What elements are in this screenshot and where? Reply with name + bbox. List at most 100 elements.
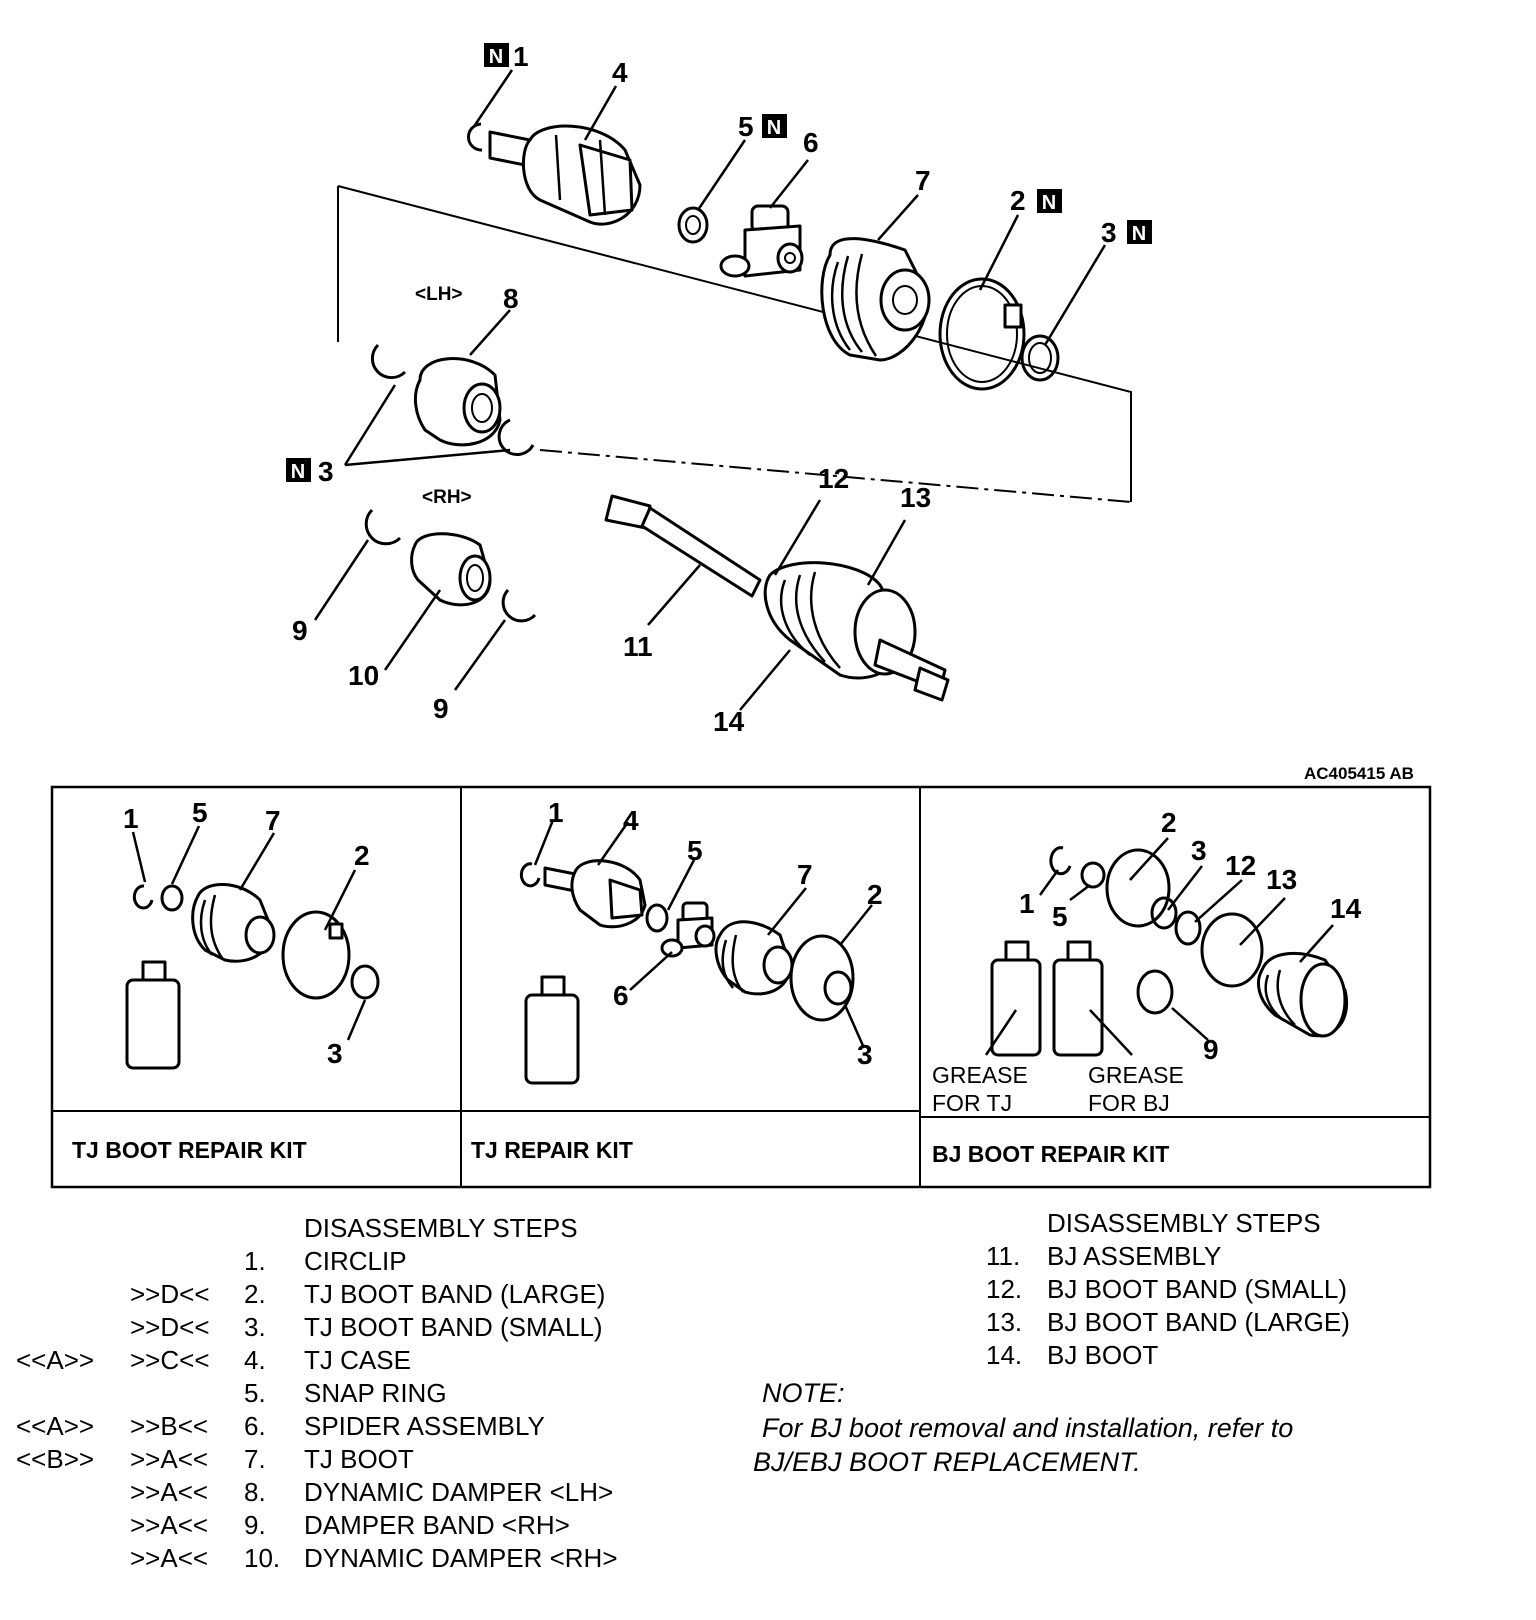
- kit2-snap-ring: [645, 903, 669, 933]
- kit2-callout-5: 5: [687, 835, 703, 866]
- kit-table: [50, 785, 1432, 1189]
- step-num-6: 6.: [244, 1411, 266, 1441]
- callout-8: 8: [503, 283, 519, 314]
- step-num-10: 10.: [244, 1543, 281, 1573]
- dynamic-damper-rh-part: [364, 508, 537, 623]
- kit2-spider: [660, 901, 716, 958]
- step-text-14: BJ BOOT: [1047, 1340, 1159, 1370]
- callout-7: 7: [915, 165, 931, 196]
- tj-boot-part: [820, 237, 931, 362]
- step-num-11: 11.: [986, 1241, 1021, 1271]
- note-line-1: For BJ boot removal and installation, re…: [762, 1413, 1294, 1443]
- kit2-callout-4: 4: [623, 805, 639, 836]
- grease-bj-label-line1: GREASE: [1088, 1062, 1184, 1088]
- svg-text:N: N: [1042, 192, 1056, 214]
- step-text-7: TJ BOOT: [304, 1444, 414, 1474]
- step-num-7: 7.: [244, 1444, 266, 1474]
- bj-assembly-part: [604, 494, 950, 702]
- kit1-callout-1: 1: [123, 803, 139, 834]
- step-ref-a-7: <<B>>: [16, 1444, 95, 1474]
- assembly-bracket-line: [337, 185, 1132, 502]
- svg-text:N: N: [291, 461, 305, 483]
- callout-11: 11: [623, 631, 653, 662]
- step-num: 1.: [244, 1246, 266, 1276]
- step-text-1: CIRCLIP: [304, 1246, 407, 1276]
- kit3-callout-12: 12: [1225, 850, 1256, 881]
- step-num-14: 14.: [986, 1340, 1023, 1370]
- callout-3-lh: 3: [318, 456, 334, 487]
- kit3-callout-13: 13: [1266, 864, 1297, 895]
- steps-right-heading: DISASSEMBLY STEPS: [1047, 1208, 1321, 1238]
- circlip-part: [467, 122, 483, 152]
- kit3-band-13: [1200, 912, 1264, 988]
- step-row-1: 1.: [244, 1245, 266, 1278]
- kit3-damper-band: [1136, 969, 1174, 1015]
- step-num-4: 4.: [244, 1345, 266, 1375]
- n-badge-2: N: [1037, 189, 1062, 214]
- step-text-4: TJ CASE: [304, 1345, 411, 1375]
- n-badge-5: N: [762, 114, 787, 139]
- tj-boot-band-large-part: [938, 277, 1026, 391]
- step-ref-b-8: >>A<<: [130, 1477, 209, 1507]
- steps-left-heading: DISASSEMBLY STEPS: [304, 1213, 578, 1243]
- kit3-circlip: [1049, 846, 1072, 876]
- grease-bj-label-line2: FOR BJ: [1088, 1090, 1170, 1116]
- lh-label: <LH>: [415, 284, 463, 305]
- step-ref-b-6: >>B<<: [130, 1411, 209, 1441]
- step-num-5: 5.: [244, 1378, 266, 1408]
- step-ref-b-4: >>C<<: [130, 1345, 210, 1375]
- kit2-callout-1: 1: [548, 797, 564, 828]
- step-ref-a-6: <<A>>: [16, 1411, 95, 1441]
- kit2-callout-3: 3: [857, 1039, 873, 1070]
- step-num-12: 12.: [986, 1274, 1023, 1304]
- callout-12: 12: [818, 463, 849, 494]
- grease-tj-label-line2: FOR TJ: [932, 1090, 1012, 1116]
- kit3-band-large-a: [1105, 848, 1171, 928]
- kit3-callout-3: 3: [1191, 835, 1207, 866]
- callout-10: 10: [348, 660, 379, 691]
- step-num-8: 8.: [244, 1477, 266, 1507]
- kit2-circlip: [519, 862, 541, 888]
- note-line-2: BJ/EBJ BOOT REPLACEMENT.: [753, 1447, 1141, 1477]
- kit1-snap-ring: [160, 884, 184, 912]
- kit1-callout-3: 3: [327, 1038, 343, 1069]
- step-text-8: DYNAMIC DAMPER <LH>: [304, 1477, 614, 1507]
- kit2-label: TJ REPAIR KIT: [471, 1137, 633, 1163]
- callout-4: 4: [612, 57, 628, 88]
- kit-tj-boot-repair: 1 5 7 2 3 TJ BOOT REPAIR KIT: [72, 797, 380, 1163]
- kit3-grease-bj-bottle: [1052, 940, 1104, 1057]
- kit3-snap-ring: [1080, 861, 1106, 889]
- step-num-9: 9.: [244, 1510, 266, 1540]
- kit-bj-boot-repair: 2 3 12 13 14 1 5 9 GREASE FOR TJ GREASE …: [932, 807, 1362, 1167]
- tj-boot-band-small-part: [1020, 334, 1060, 382]
- n-badge-1: N: [484, 43, 509, 68]
- step-num-3: 3.: [244, 1312, 266, 1342]
- kit3-band-12: [1174, 910, 1202, 946]
- callout-9-b: 9: [433, 693, 449, 724]
- kit2-tj-case: [543, 859, 647, 929]
- kit-tj-repair: 1 4 5 7 2 6 3 TJ REPAIR KIT: [471, 797, 883, 1163]
- kit3-callout-1: 1: [1019, 888, 1035, 919]
- kit1-callout-2: 2: [354, 840, 370, 871]
- callout-6: 6: [803, 127, 819, 158]
- callout-2: 2: [1010, 185, 1026, 216]
- kit3-bj-boot: [1257, 951, 1348, 1038]
- step-text-6: SPIDER ASSEMBLY: [304, 1411, 545, 1441]
- svg-text:N: N: [1132, 223, 1146, 245]
- kit1-band-large: [281, 910, 351, 1000]
- kit3-grease-tj-bottle: [990, 940, 1042, 1057]
- kit2-callout-2: 2: [867, 879, 883, 910]
- step-ref-b-2: >>D<<: [130, 1279, 210, 1309]
- kit1-callout-7: 7: [265, 805, 281, 836]
- svg-text:N: N: [489, 46, 503, 68]
- kit1-label: TJ BOOT REPAIR KIT: [72, 1137, 307, 1163]
- note-title: NOTE:: [762, 1378, 845, 1408]
- step-ref-b-10: >>A<<: [130, 1543, 209, 1573]
- callout-14: 14: [713, 706, 745, 737]
- kit2-callout-7: 7: [797, 859, 813, 890]
- spider-assembly-part: [719, 204, 804, 278]
- rh-label: <RH>: [422, 487, 472, 508]
- step-ref-b-7: >>A<<: [130, 1444, 209, 1474]
- step-ref-b-9: >>A<<: [130, 1510, 209, 1540]
